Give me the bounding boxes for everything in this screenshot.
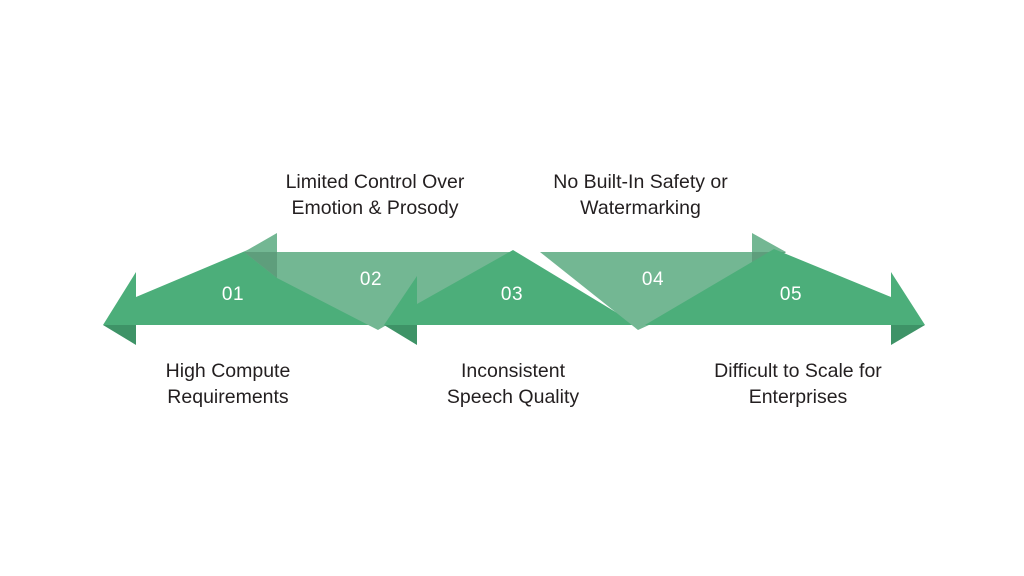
arrow-04-body <box>540 252 752 330</box>
caption-limited-control: Limited Control Over Emotion & Prosody <box>285 171 465 219</box>
arrow-01-body <box>136 249 375 325</box>
arrow-01-number: 01 <box>222 284 244 305</box>
arrow-03-number: 03 <box>501 284 523 305</box>
arrow-02-number: 02 <box>360 269 382 290</box>
arrow-step-01[interactable]: 01 <box>103 249 375 345</box>
arrow-05-number: 05 <box>780 284 802 305</box>
arrow-01-barb <box>103 325 136 345</box>
arrow-02-barb <box>244 252 277 278</box>
arrow-03-barb <box>384 325 417 345</box>
arrow-step-03[interactable]: 03 <box>384 250 637 345</box>
caption-inconsistent-speech: Inconsistent Speech Quality <box>446 360 580 408</box>
arrow-01-head <box>103 272 136 325</box>
arrow-03-head <box>384 276 417 325</box>
arrow-step-05[interactable]: 05 <box>645 249 925 345</box>
arrow-02-body <box>277 252 512 330</box>
arrow-03-body <box>417 250 637 325</box>
arrow-step-02[interactable]: 02 <box>244 233 512 330</box>
caption-high-compute: High Compute Requirements <box>165 360 291 408</box>
arrow-05-barb <box>891 325 925 345</box>
arrow-05-body <box>645 249 891 325</box>
caption-difficult-to-scale: Difficult to Scale for Enterprises <box>714 360 882 408</box>
arrow-05-head <box>891 272 925 325</box>
arrow-04-number: 04 <box>642 269 664 290</box>
caption-no-built-in-safety: No Built-In Safety or Watermarking <box>553 171 728 219</box>
